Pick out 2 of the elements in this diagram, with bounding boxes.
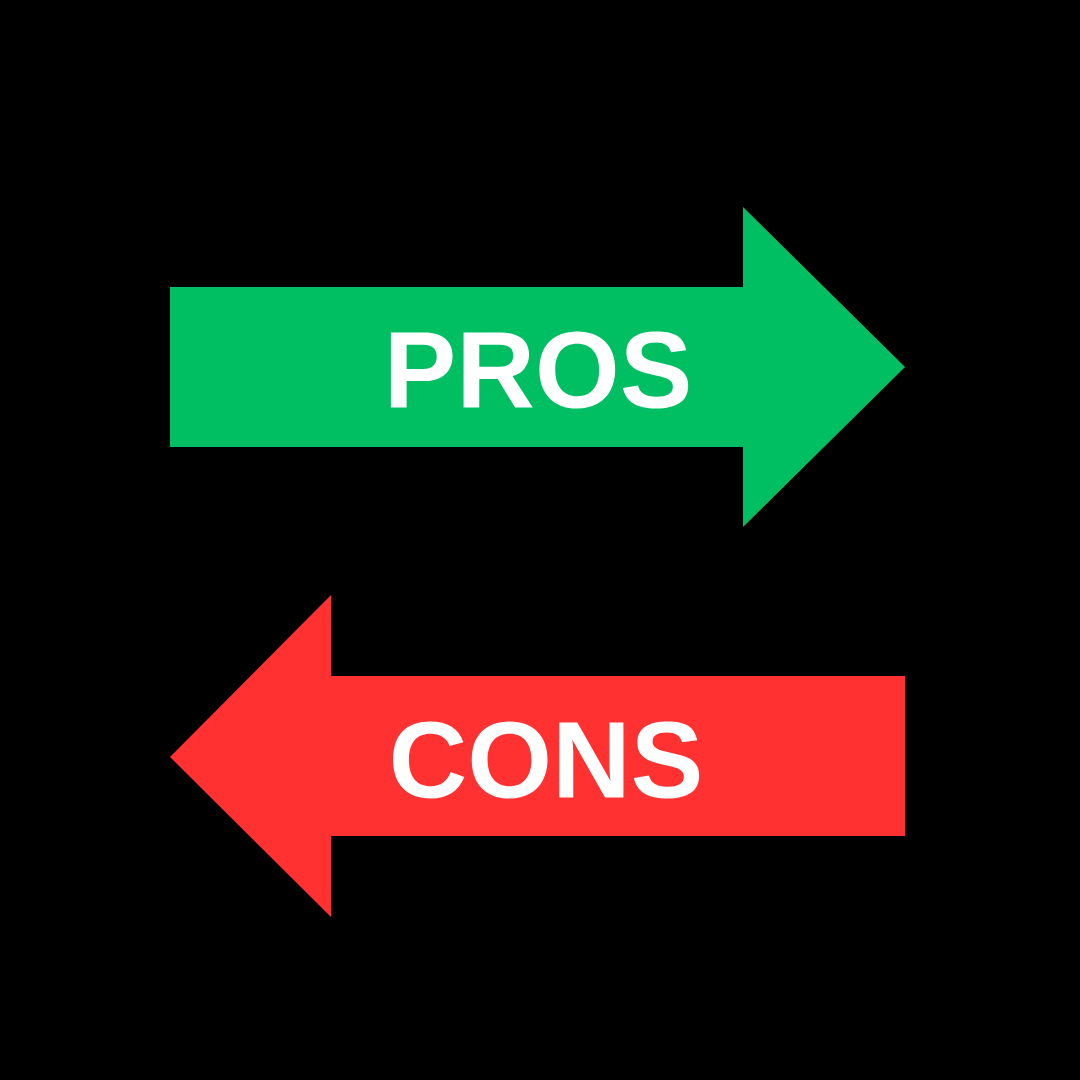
- arrow-banner: CONS: [170, 595, 905, 917]
- arrow-banner: PROS: [170, 207, 905, 527]
